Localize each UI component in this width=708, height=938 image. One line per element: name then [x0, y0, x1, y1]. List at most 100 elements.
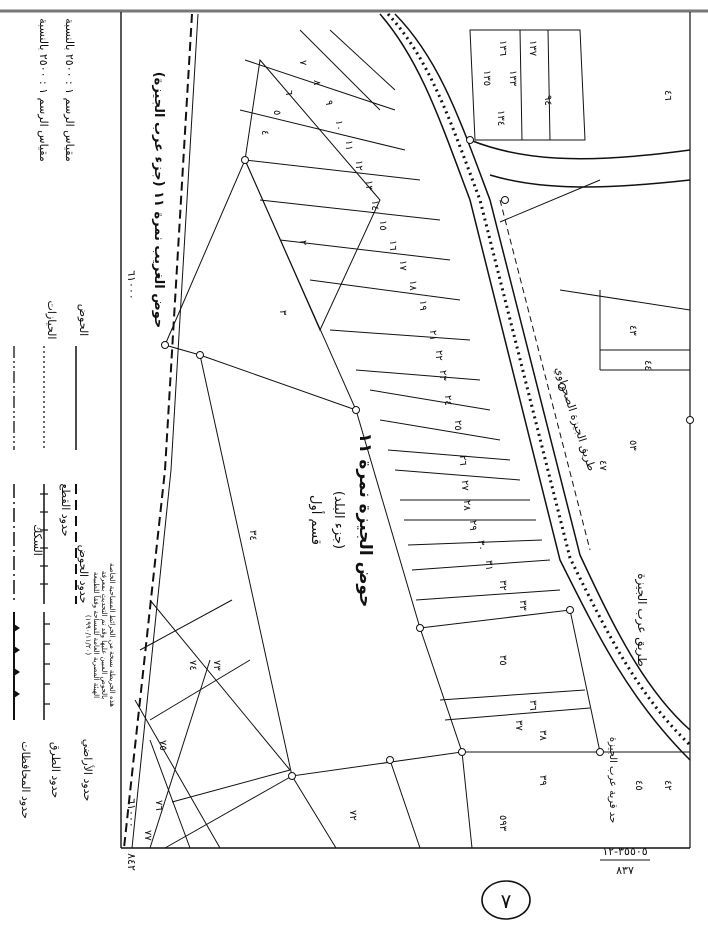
parcel-label: ٣ — [277, 310, 288, 316]
parcel-label: ٣١ — [483, 560, 494, 571]
parcel-label: ٧٥ — [157, 740, 168, 751]
left-edge-code: ٨٤٢ — [125, 853, 138, 871]
parcel-label: ٧٢ — [347, 810, 358, 821]
legend-label: الحوض — [77, 304, 90, 337]
map-geometry — [123, 12, 692, 849]
parcel-label: ٤٢ — [662, 780, 673, 791]
parcel-label: ١٣٣ — [507, 70, 518, 87]
parcel-line — [149, 659, 211, 849]
basin-boundary-left — [123, 13, 193, 849]
legend-sample-plus-marks — [40, 493, 48, 585]
parcel-label: ٩ — [323, 100, 334, 105]
page-number-circle — [481, 880, 531, 920]
road-edge-outer — [379, 13, 691, 761]
parcel-label: ١٣٤ — [495, 110, 506, 126]
parcel-line — [389, 759, 421, 849]
map-note: هذه الخريطة نسخة من الخرائط المساحية الخ… — [84, 563, 116, 707]
coord-top: ٦١٠٠٠ — [125, 270, 138, 300]
parcel-label: ٧٣ — [211, 660, 222, 671]
parcel-label: ٣٢ — [497, 580, 508, 591]
note-line: (١٩٩٠/١١/٢٠) — [84, 615, 92, 656]
parcel-label: ٣٣ — [517, 600, 528, 611]
legend-labels: حدود الحوض حدود القطع حدود الأراضي حدود … — [19, 301, 95, 819]
parcel-label: ٤٧ — [597, 460, 608, 471]
survey-points — [161, 136, 694, 780]
sheet-number: ٨٣٧ — [616, 864, 634, 877]
basin-boundary-left-inner — [131, 13, 199, 849]
legend-label: حدود الطرق — [49, 742, 62, 798]
parcel-label: ٢٦ — [457, 455, 468, 466]
parcel-label: ١٦ — [387, 240, 398, 251]
map-titles: حوض الجيزة نمرة ١١ (جزء البلد) قسم أول ح… — [151, 72, 649, 823]
parcel-label: ٢٢ — [433, 350, 444, 361]
legend-label: حدود المحافظات — [19, 741, 32, 819]
note-line: بالحوض المبين عليها وقد تم التحديث بمعرف… — [100, 571, 108, 699]
parcel-label: ١٥ — [377, 220, 388, 231]
parcel-label: ٤٤ — [642, 360, 653, 371]
parcel-label: ١٣٧ — [527, 40, 538, 57]
scale-text-1: مقياس الرسم ١ : ٢٥٠٠ بالنسبة — [63, 18, 76, 162]
parcel-label: ٥٣ — [627, 440, 638, 451]
parcel-line — [291, 775, 337, 849]
scale-text-2: مقياس الرسم ١ : ٢٥٠٠ بالنسبة — [37, 18, 50, 162]
parcel-label: ٢ — [297, 240, 308, 245]
parcel-label: ١٧ — [397, 260, 408, 271]
road-edge-inner — [394, 13, 691, 731]
parcel-line — [149, 739, 191, 849]
page-number: ٧ — [501, 889, 512, 913]
parcel-label: ٢٥ — [452, 420, 463, 431]
parcel-label: ٨ — [311, 80, 322, 86]
parcel-label: ٣٩ — [537, 775, 548, 786]
parcel-label: ٢٩ — [467, 520, 478, 531]
parcel-label: ٥ — [271, 110, 282, 115]
legend-label: حدود القطع — [59, 483, 72, 536]
basin-subtitle: (جزء البلد) — [331, 491, 346, 549]
parcel-label: ٢٣ — [437, 370, 448, 381]
parcel-label: ١٤ — [369, 200, 380, 211]
parcel-label: ٧٦ — [153, 800, 164, 811]
parcel-label: ٥٩٣ — [497, 815, 508, 832]
legend-label: السكك — [31, 524, 44, 556]
strip-parcels — [239, 29, 591, 721]
parcel-label: ٣٦ — [527, 700, 538, 711]
parcel-label: ١٣ — [363, 180, 374, 191]
parcel-label: ٣٧ — [513, 720, 524, 731]
adjacent-basin-label: حوض الغريب نمرة ١١ (جزء عرب الجيزة) — [151, 72, 166, 329]
parcel-labels: ٣٤ ٣ ٢ ٣٥ ٣٦ ٣٧ ٣٨ ٣٩ ٣٢ ٣٣ ٣١ ٣٠ ٢٩ ٢٨ … — [142, 40, 673, 841]
parcel-label: ٩٤ — [542, 95, 553, 106]
parcel-35-outline — [419, 609, 601, 753]
parcel-label: ١٨ — [407, 280, 418, 291]
parcel-line — [149, 599, 291, 771]
note-line: هذه الخريطة نسخة من الخرائط المساحية الخ… — [108, 563, 116, 707]
parcel-label: ٣٨ — [537, 730, 548, 741]
road-hatching — [386, 12, 692, 747]
parcel-label: ١١ — [343, 140, 354, 151]
section-label: قسم أول — [308, 495, 325, 545]
parcel-label: ٢١ — [427, 330, 438, 341]
road-dashed-center — [499, 199, 591, 551]
legend-sample-tick-marks — [44, 623, 50, 705]
block-divider — [519, 29, 523, 141]
legend-sample-tri-marks — [14, 624, 20, 698]
block-top-right — [469, 29, 586, 141]
branch-road-3 — [499, 179, 601, 223]
parcel-label: ٧ — [297, 60, 308, 66]
legend-label: حدود الأراضي — [81, 739, 95, 802]
parcel-label: ٧٧ — [142, 830, 153, 841]
parcel-label: ١٣٥ — [481, 70, 492, 86]
parcel-label: ٤٦ — [662, 90, 673, 101]
parcel-line — [164, 775, 293, 849]
parcel-label: ٣٠ — [475, 540, 486, 551]
parcel-label: ٢٨ — [461, 500, 472, 511]
parcel-label: ٦ — [283, 90, 294, 95]
parcel-label: ٢٧ — [459, 480, 470, 491]
parcel-label: ٢٤ — [442, 395, 453, 406]
basin-title: حوض الجيزة نمرة ١١ — [355, 433, 375, 608]
parcel-line — [139, 599, 233, 651]
parcel-line — [171, 769, 291, 803]
parcel-label: ١٣٦ — [497, 40, 508, 56]
legend-samples — [13, 346, 77, 720]
border-note: حد قرية عرب الجيزة — [607, 737, 618, 823]
parcel-label: ١٩ — [417, 300, 428, 311]
